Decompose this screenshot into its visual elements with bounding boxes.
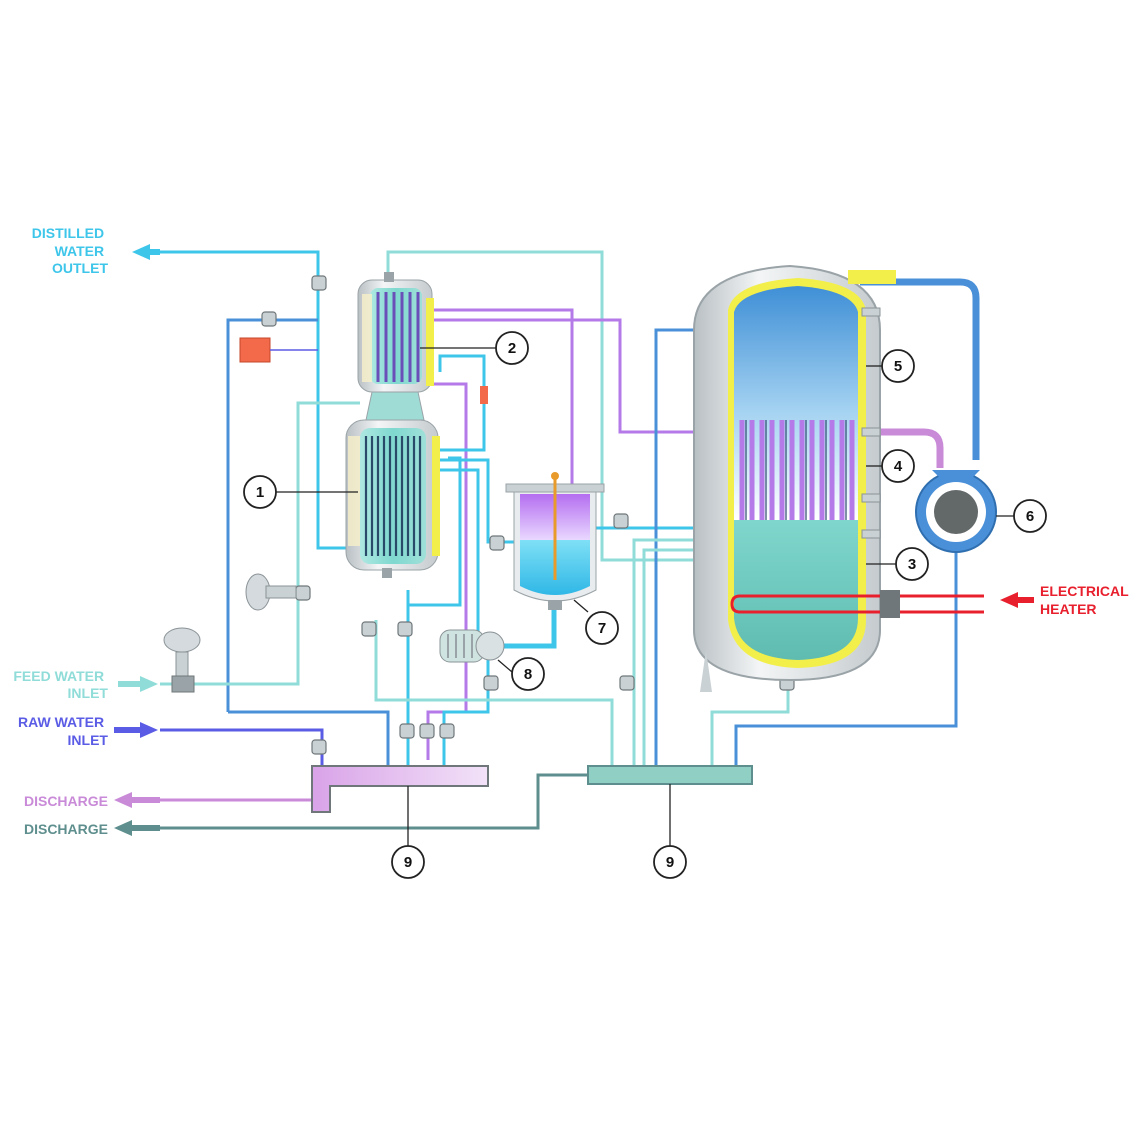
valve xyxy=(489,535,505,551)
loop-to-manifold xyxy=(228,710,390,766)
heating-coil-tubes xyxy=(739,420,855,520)
circulation-pump xyxy=(915,470,997,553)
condenser-tubes xyxy=(376,292,420,382)
control-box xyxy=(239,337,271,363)
callout-4: 4 xyxy=(894,458,903,475)
callout-9-right: 9 xyxy=(666,854,674,871)
tank-upper-water xyxy=(734,286,858,520)
svg-text:ELECTRICAL HEATER: ELECTRICAL HEATER xyxy=(1040,583,1132,617)
evaporator-jacket xyxy=(432,436,440,556)
arrow-raw xyxy=(114,722,158,738)
evap-to-separator xyxy=(430,458,516,544)
svg-text:FEED WATER INLET: FEED WATER INLET xyxy=(13,668,108,701)
raw-water-pipe xyxy=(160,728,324,766)
storage-tank xyxy=(693,264,984,692)
valve xyxy=(619,675,635,691)
svg-text:RAW WATER INLET: RAW WATER INLET xyxy=(18,714,108,748)
arrow-discharge-teal xyxy=(114,820,160,836)
column-neck xyxy=(365,391,425,421)
circ-pump-top xyxy=(860,278,980,460)
valve xyxy=(261,311,277,327)
valve xyxy=(483,675,499,691)
vapor-pipe-1 xyxy=(430,308,574,490)
label-heater-1: ELECTRICAL xyxy=(1040,583,1129,599)
evap-side-pipe xyxy=(430,468,480,640)
valve xyxy=(397,621,413,637)
vapor-pipe-2 xyxy=(430,318,728,434)
callout-6: 6 xyxy=(1026,508,1034,525)
callout-5: 5 xyxy=(894,358,902,375)
left-to-right-manifold xyxy=(374,620,614,766)
circ-pump-purple xyxy=(862,428,944,468)
condenser-jacket xyxy=(426,298,434,386)
label-raw-1: RAW WATER xyxy=(18,714,104,730)
callout-9-left: 9 xyxy=(404,854,412,871)
label-raw-2: INLET xyxy=(68,732,109,748)
label-distilled-2: WATER xyxy=(55,243,105,259)
label-heater-2: HEATER xyxy=(1040,601,1097,617)
svg-text:DISTILLED WATER OUTLET: DISTILLED WATER OUTLET xyxy=(32,225,109,276)
evaporator-tubes xyxy=(364,436,422,556)
callout-1: 1 xyxy=(256,484,264,501)
manifold-left xyxy=(311,765,489,813)
arrow-heater xyxy=(1000,592,1034,608)
valve xyxy=(361,621,377,637)
valve xyxy=(311,275,327,291)
callout-2: 2 xyxy=(508,340,516,357)
label-discharge-teal: DISCHARGE xyxy=(24,821,108,837)
pneumatic-valve-upper xyxy=(245,573,297,611)
callout-8: 8 xyxy=(524,666,532,683)
valve xyxy=(399,723,415,739)
feed-water-pipe xyxy=(160,401,360,686)
distilled-loop-pipe xyxy=(226,318,318,712)
valve xyxy=(439,723,455,739)
label-discharge-purple: DISCHARGE xyxy=(24,793,108,809)
arrow-feed xyxy=(118,676,158,692)
evaporator-column xyxy=(345,272,440,578)
valve xyxy=(613,513,629,529)
pneumatic-valve-lower xyxy=(163,627,201,693)
manifold-right xyxy=(587,765,753,785)
callout-3: 3 xyxy=(908,556,916,573)
pump6-drain xyxy=(734,548,958,766)
drain-pipe-b xyxy=(408,456,462,607)
flow-sensor xyxy=(480,386,488,404)
arrow-distilled xyxy=(132,244,160,260)
callout-leaders xyxy=(276,347,1014,846)
feed-pump xyxy=(439,629,505,663)
label-feed-2: INLET xyxy=(68,685,109,701)
separator-vessel xyxy=(505,472,605,610)
separator-to-pump xyxy=(500,608,557,649)
valve xyxy=(419,723,435,739)
valve xyxy=(295,585,311,601)
callout-7: 7 xyxy=(598,620,606,637)
label-distilled-1: DISTILLED xyxy=(32,225,104,241)
arrow-discharge-purple xyxy=(114,792,160,808)
discharge-teal-pipe xyxy=(160,773,588,830)
label-feed-1: FEED WATER xyxy=(13,668,104,684)
valve xyxy=(311,739,327,755)
sensor-loop xyxy=(438,354,486,452)
callouts xyxy=(243,331,1047,879)
label-distilled-3: OUTLET xyxy=(52,260,108,276)
heater-element xyxy=(730,594,984,614)
tank-lower-water xyxy=(734,520,858,660)
